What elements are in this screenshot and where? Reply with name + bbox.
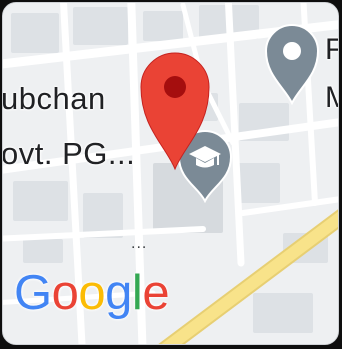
google-logo-letter: e xyxy=(142,266,170,320)
google-logo: Google xyxy=(14,265,170,321)
place-name-line-1: ubchan xyxy=(2,81,106,116)
graduation-cap-icon xyxy=(177,130,233,204)
google-logo-letter: g xyxy=(105,266,132,320)
ellipsis-label: ... xyxy=(131,235,148,252)
highway-road xyxy=(161,211,338,344)
google-logo-letter: o xyxy=(78,266,106,320)
place-name-line-2: ovt. PG... xyxy=(2,136,136,171)
gray-location-pin-icon xyxy=(264,24,320,106)
google-logo-letter: G xyxy=(14,266,52,320)
place-name-right-line-1: F xyxy=(325,33,338,67)
map-canvas[interactable] xyxy=(3,3,339,345)
red-location-pin-icon xyxy=(140,52,210,171)
google-logo-letter: l xyxy=(131,266,143,320)
place-name-right-line-2: M xyxy=(325,81,338,115)
google-logo-letter: o xyxy=(51,266,79,320)
map-preview[interactable]: ubchan ovt. PG... F M ... Google xyxy=(2,2,339,345)
